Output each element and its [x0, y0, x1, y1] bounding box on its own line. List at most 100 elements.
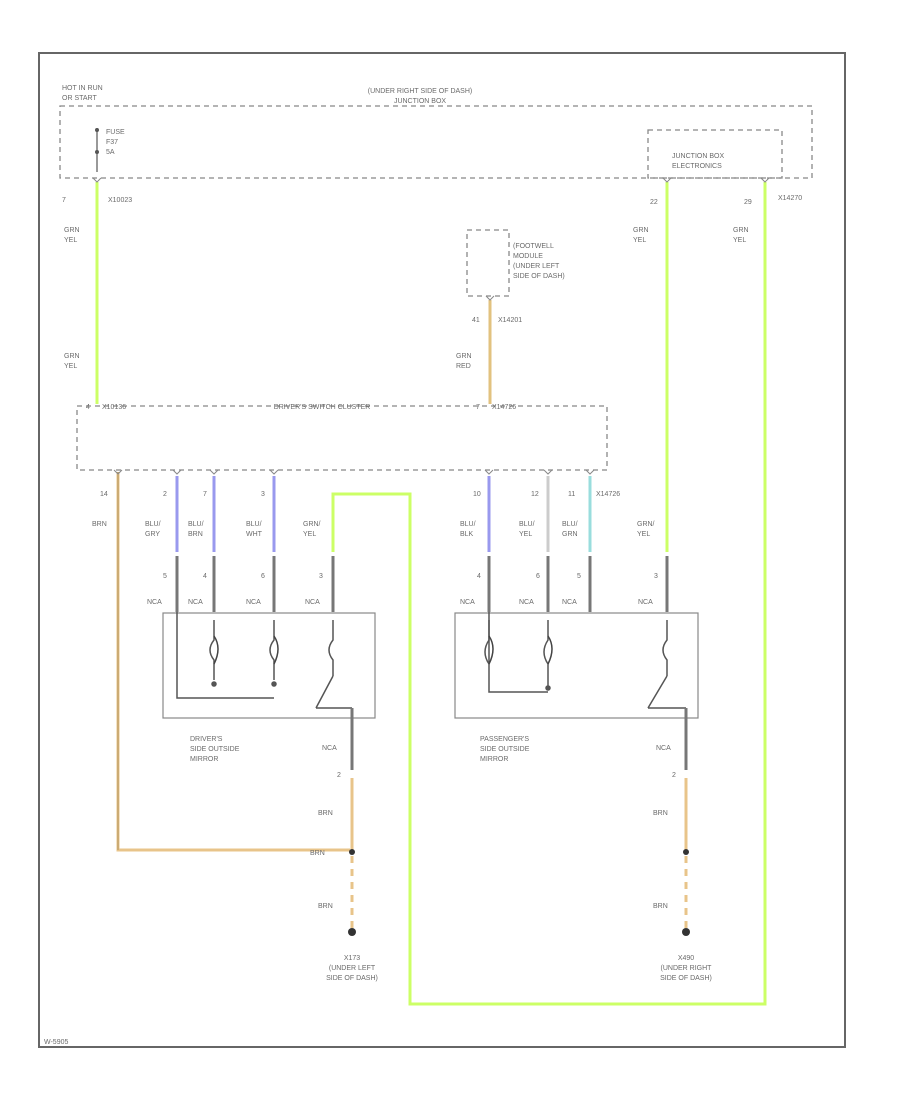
driver-ground-wire-2: BRN [310, 850, 325, 857]
driver-mirror-pin-1: 5 [163, 573, 167, 580]
driver-mirror-title-1: DRIVER'S [190, 736, 223, 743]
ground-left-id: X173 [344, 955, 360, 962]
driver-ground-node [349, 849, 355, 855]
cluster-pin-14: 14 [100, 491, 108, 498]
driver-mirror-pin-3: 6 [261, 573, 265, 580]
jb-pin-22: 22 [650, 199, 658, 206]
passenger-mirror-pin-2: 6 [536, 573, 540, 580]
diagram-frame [38, 52, 846, 1048]
wire-blu-brn-label-1: BLU/ [188, 521, 204, 528]
wire-blu-wht-label-1: BLU/ [246, 521, 262, 528]
ground-left-loc-2: SIDE OF DASH) [326, 975, 378, 982]
passenger-mirror-title-2: SIDE OUTSIDE [480, 746, 530, 753]
ground-right-loc-1: (UNDER RIGHT [661, 965, 713, 972]
driver-ground-wire-1: BRN [318, 810, 333, 817]
nca-label-7: NCA [562, 599, 577, 606]
wire-blu-brn-label-2: BRN [188, 531, 203, 538]
driver-ground-wire-3: BRN [318, 903, 333, 910]
ground-right-id: X490 [678, 955, 694, 962]
hot-label-1: HOT IN RUN [62, 85, 103, 92]
electronics-box-outline [647, 129, 783, 179]
cluster-pin-connector: X14726 [596, 491, 620, 498]
passenger-mirror-box [454, 612, 699, 719]
nca-label-6: NCA [519, 599, 534, 606]
wire-label-grn-1: GRN [64, 227, 80, 234]
wire-label-grn-red-1: GRN [456, 353, 472, 360]
passenger-ground-pin: 2 [672, 772, 676, 779]
passenger-ground-wire-1: BRN [653, 810, 668, 817]
passenger-ground-node [683, 849, 689, 855]
footwell-module-outline [466, 229, 510, 297]
hot-label-2: OR START [62, 95, 97, 102]
cluster-pin-10: 10 [473, 491, 481, 498]
wire-label-grn-red-2: RED [456, 363, 471, 370]
connector-marks [92, 177, 770, 475]
wire-blu-gry-label-1: BLU/ [145, 521, 161, 528]
fuse-number: F37 [106, 139, 118, 146]
wire-blu-grn-label-2: GRN [562, 531, 578, 538]
driver-mirror-title-2: SIDE OUTSIDE [190, 746, 240, 753]
wire-grn-yel-label-1: GRN/ [303, 521, 321, 528]
driver-mirror-title-3: MIRROR [190, 756, 218, 763]
wire-brn-cluster [116, 472, 350, 852]
footwell-label-1: (FOOTWELL [513, 243, 554, 250]
jb-connector: X14270 [778, 195, 802, 202]
driver-mirror-feed-wires [175, 556, 335, 612]
passenger-mirror-pin-4: 3 [654, 573, 658, 580]
nca-label-2: NCA [188, 599, 203, 606]
wire-blu-yel-label-1: BLU/ [519, 521, 535, 528]
cluster-pin-11: 11 [568, 491, 575, 498]
switch-cluster-outline [76, 405, 608, 471]
passenger-mirror-feed-wires [487, 556, 669, 612]
wire-label-yel-3: YEL [733, 237, 746, 244]
passenger-mirror-motors [484, 612, 686, 709]
footwell-label-2: MODULE [513, 253, 543, 260]
diagram-code: W-5905 [44, 1039, 68, 1046]
fuse-label: FUSE [106, 129, 125, 136]
driver-mirror-box [162, 612, 376, 719]
junction-box-title: JUNCTION BOX [394, 98, 446, 105]
cluster-connector-right: X14726 [492, 404, 516, 411]
jb-pin-29: 29 [744, 199, 752, 206]
driver-ground-point [348, 928, 356, 936]
wire-grn-yel-jb-29 [331, 182, 767, 1006]
wire-label-grn-4: GRN [64, 353, 80, 360]
nca-label-4: NCA [305, 599, 320, 606]
footwell-label-4: SIDE OF DASH) [513, 273, 565, 280]
cluster-pin-12: 12 [531, 491, 539, 498]
passenger-ground-nca: NCA [656, 745, 671, 752]
driver-mirror-pin-4: 3 [319, 573, 323, 580]
wire-blu-blk-label-1: BLU/ [460, 521, 476, 528]
cluster-title: DRIVER'S SWITCH CLUSTER [274, 404, 371, 411]
wire-blu-grn-label-1: BLU/ [562, 521, 578, 528]
wire-brn-label: BRN [92, 521, 107, 528]
passenger-mirror-pin-3: 5 [577, 573, 581, 580]
passenger-mirror-title-3: MIRROR [480, 756, 508, 763]
wire-label-yel-4: YEL [64, 363, 77, 370]
wire-blu-blk-label-2: BLK [460, 531, 474, 538]
junction-box-outline [59, 105, 813, 179]
wire-label-yel-2: YEL [633, 237, 646, 244]
footwell-connector: X14201 [498, 317, 522, 324]
elec-box-label-1: JUNCTION BOX [672, 153, 724, 160]
wire-blu-wht-label-2: WHT [246, 531, 263, 538]
fuse-connector: X10023 [108, 197, 132, 204]
fuse-rating: 5A [106, 149, 115, 156]
wire-grn-yel-label-2: YEL [303, 531, 316, 538]
driver-mirror-motors [176, 612, 352, 709]
passenger-mirror-title-1: PASSENGER'S [480, 736, 529, 743]
ground-right-loc-2: SIDE OF DASH) [660, 975, 712, 982]
cluster-pin-left: 4 [86, 404, 90, 411]
wire-blu-yel-label-2: YEL [519, 531, 532, 538]
wire-label-grn-3: GRN [733, 227, 749, 234]
cluster-connector-left: X10136 [102, 404, 126, 411]
footwell-pin: 41 [472, 317, 480, 324]
ground-left-loc-1: (UNDER LEFT [329, 965, 376, 972]
passenger-ground-wire-2: BRN [653, 903, 668, 910]
wire-grn-yel-r-label-2: YEL [637, 531, 650, 538]
cluster-pin-right: 7 [476, 404, 480, 411]
nca-label-3: NCA [246, 599, 261, 606]
passenger-ground-point [682, 928, 690, 936]
driver-ground-pin: 2 [337, 772, 341, 779]
